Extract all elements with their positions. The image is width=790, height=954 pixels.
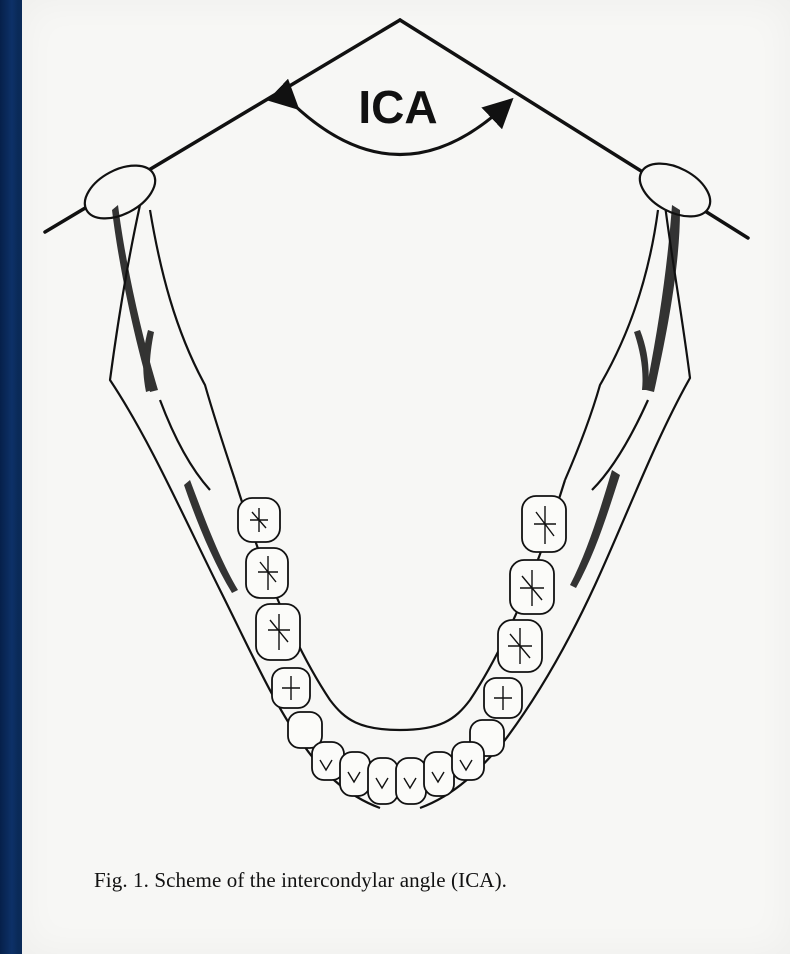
figure-caption: Fig. 1. Scheme of the intercondylar angl… (94, 868, 734, 893)
tooth (256, 604, 300, 660)
mandible-diagram: ICA (22, 0, 790, 954)
tooth (424, 752, 454, 796)
tooth (246, 548, 288, 598)
tooth (452, 742, 484, 780)
teeth (238, 496, 566, 804)
tooth (368, 758, 398, 804)
ica-label: ICA (358, 81, 437, 133)
condyles (76, 153, 719, 230)
tooth (396, 758, 426, 804)
scanned-page: ICA (22, 0, 790, 954)
tooth (288, 712, 322, 748)
tooth (340, 752, 370, 796)
